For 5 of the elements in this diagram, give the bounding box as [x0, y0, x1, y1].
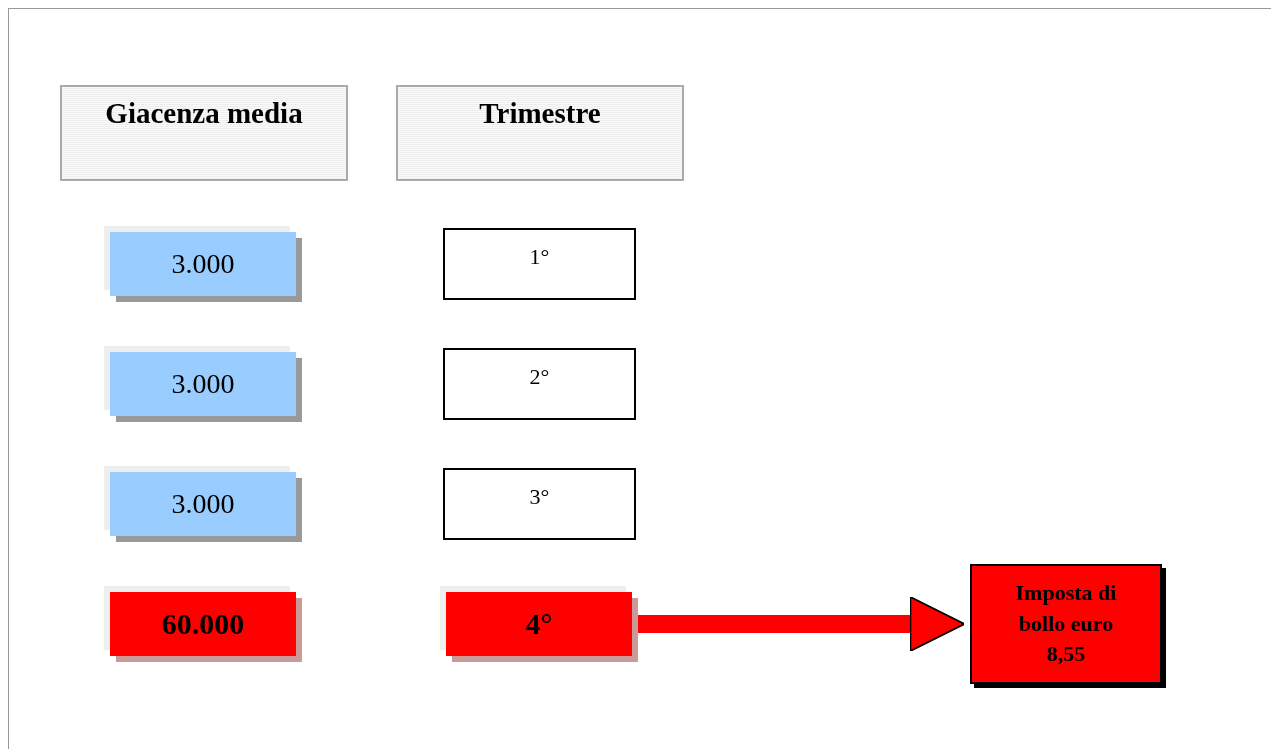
quarter-box: 2° — [443, 348, 636, 420]
quarter-box: 3° — [443, 468, 636, 540]
quarter-box: 1° — [443, 228, 636, 300]
column-header: Trimestre — [396, 85, 684, 181]
column-header: Giacenza media — [60, 85, 348, 181]
